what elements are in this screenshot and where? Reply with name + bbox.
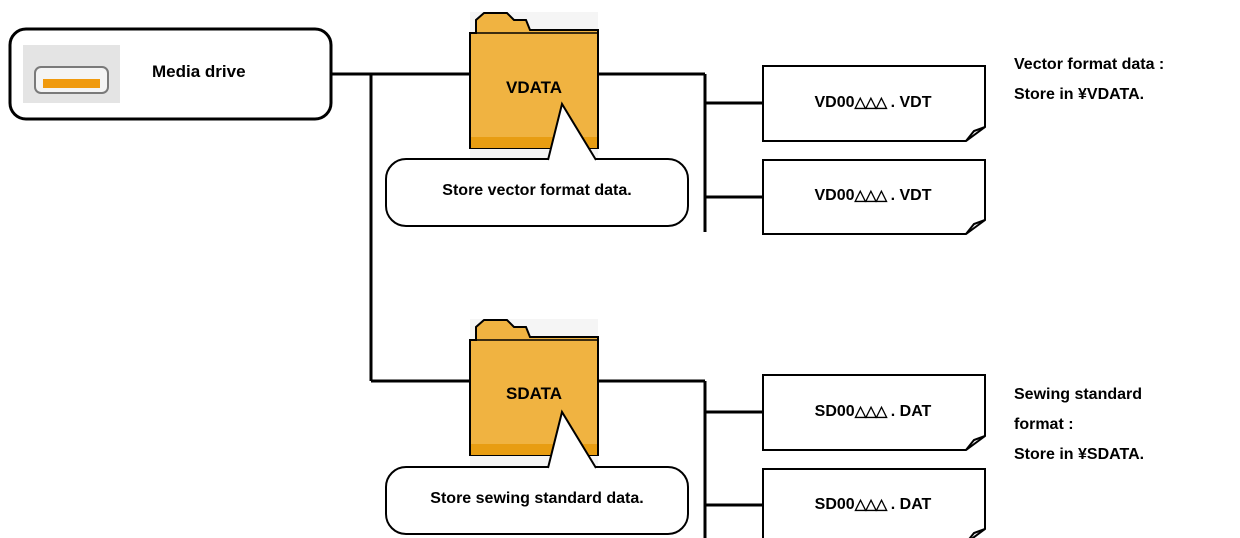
sdata-folder-label: SDATA [505, 384, 563, 403]
file-box-dat-1[interactable] [762, 374, 986, 451]
tree-connectors [331, 72, 763, 538]
vdata-note-line-2: Store in ¥VDATA. [1014, 86, 1145, 103]
vdata-note-line-1: Vector format data : [1014, 56, 1165, 73]
file-box-dat-2[interactable] [762, 468, 986, 538]
sdata-callout-bubble [385, 409, 689, 535]
sdata-note-line-2: format : [1014, 416, 1074, 433]
dat-file-name-1: SD00△△△ . DAT [814, 403, 932, 420]
sdata-callout-text: Store sewing standard data. [430, 490, 644, 507]
vdata-folder-label: VDATA [505, 78, 563, 97]
vdt-file-name-1: VD00△△△ . VDT [814, 94, 932, 111]
vdata-callout-bubble [385, 101, 689, 227]
vdt-file-name-2: VD00△△△ . VDT [814, 187, 932, 204]
media-drive-label: Media drive [152, 62, 246, 81]
media-drive-icon [23, 45, 120, 103]
sdata-note-line-3: Store in ¥SDATA. [1014, 446, 1145, 463]
sdata-note: Sewing standard format : Store in ¥SDATA… [1014, 380, 1144, 470]
file-box-vdt-2[interactable] [762, 159, 986, 235]
vdata-callout-text: Store vector format data. [442, 182, 632, 199]
file-box-vdt-1[interactable] [762, 65, 986, 142]
sdata-note-line-1: Sewing standard [1014, 386, 1143, 403]
vdata-note: Vector format data : Store in ¥VDATA. [1014, 50, 1164, 110]
dat-file-name-2: SD00△△△ . DAT [814, 496, 932, 513]
